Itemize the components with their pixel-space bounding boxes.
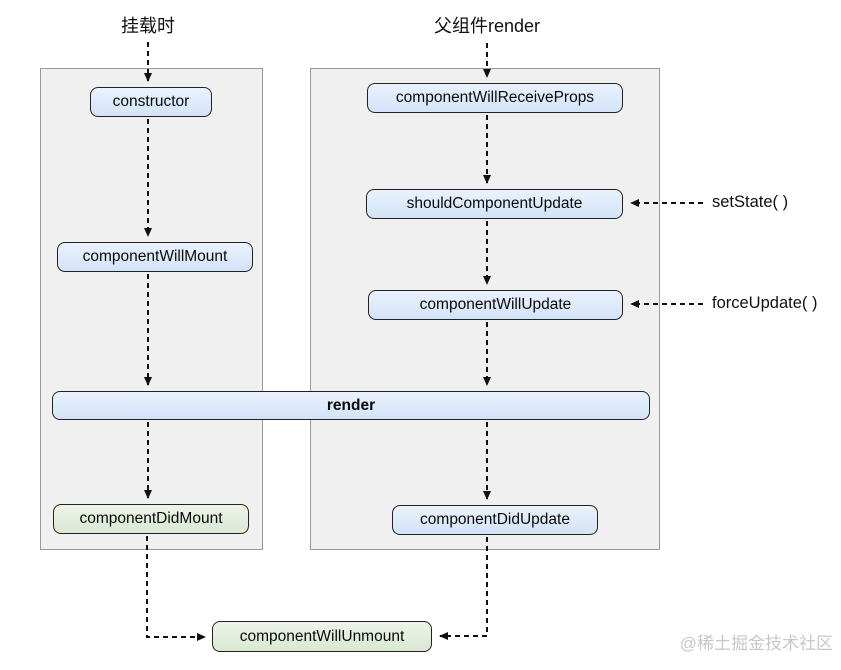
node-constructor: constructor (90, 87, 212, 117)
node-component-did-mount: componentDidMount (53, 504, 249, 534)
watermark: @稀土掘金技术社区 (679, 634, 833, 653)
parent-render-title: 父组件render (433, 16, 541, 36)
arrow-didupdate-to-willunmount (439, 537, 488, 640)
node-component-will-unmount: componentWillUnmount (212, 621, 432, 652)
node-should-component-update: shouldComponentUpdate (366, 189, 623, 219)
node-component-did-update: componentDidUpdate (392, 505, 598, 535)
mount-phase-column (40, 68, 263, 550)
node-component-will-mount: componentWillMount (57, 242, 253, 272)
setstate-label: setState( ) (712, 193, 789, 211)
node-component-will-update: componentWillUpdate (368, 290, 623, 320)
arrow-didmount-to-willunmount (146, 536, 206, 641)
node-render: render (52, 391, 650, 420)
mount-phase-title: 挂载时 (121, 16, 175, 36)
node-component-will-receive-props: componentWillReceiveProps (367, 83, 623, 113)
forceupdate-label: forceUpdate( ) (712, 294, 818, 312)
